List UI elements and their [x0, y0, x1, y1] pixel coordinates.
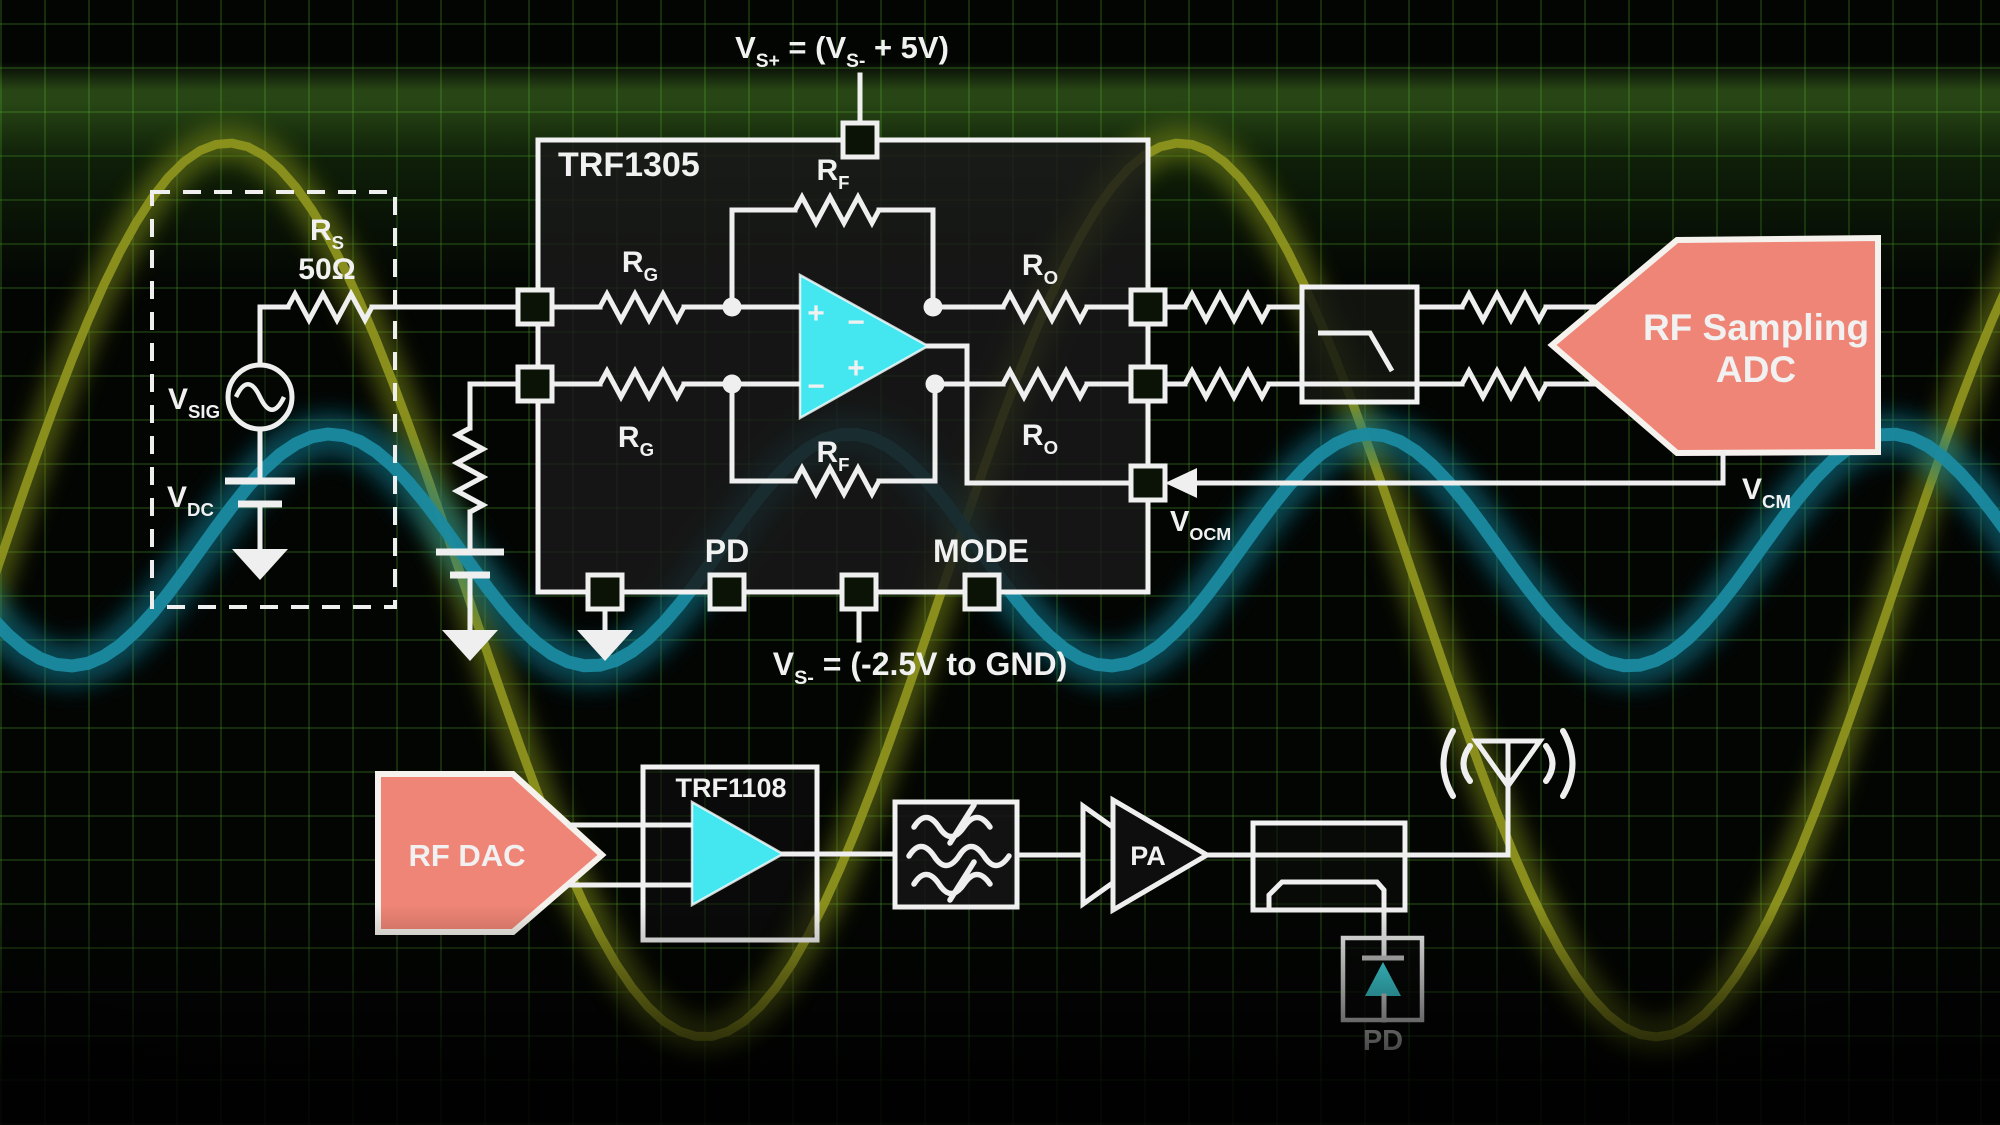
coupler-block [1204, 820, 1408, 941]
resistor-adc-bottom [1459, 365, 1549, 403]
adc-block: RF Sampling ADC [1547, 234, 1881, 457]
vcm-label: VCM [1742, 473, 1791, 512]
resistor-series-bottom [1182, 365, 1272, 403]
resistor-bias [451, 425, 489, 515]
pd-pin-label: PD [705, 533, 749, 569]
pa-block: PA [1080, 795, 1212, 915]
resistor-series-top [1182, 288, 1272, 326]
junction-dot [923, 297, 943, 317]
trf1108-part-number: TRF1108 [675, 773, 786, 803]
radio-arc-right-inner [1543, 743, 1556, 784]
rs-value: 50Ω [298, 253, 355, 286]
upper-chain: RS 50Ω VSIG VDC TRF1305 VS+ = (VS- [150, 30, 1881, 689]
dac-label: RF DAC [408, 838, 525, 873]
resistor-adc-top [1459, 288, 1549, 326]
amp-input-plus: + [807, 297, 825, 330]
pin-output-top [1128, 287, 1168, 327]
arrow-left-icon [1165, 468, 1197, 498]
pd-label: PD [1363, 1025, 1403, 1057]
pin-supply-bottom [839, 572, 879, 612]
pin-input-plus [515, 287, 555, 327]
radio-arc-right-outer [1560, 728, 1576, 799]
amp-output-plus: + [847, 352, 865, 385]
adc-label-line2: ADC [1716, 349, 1796, 390]
supply-top-label: VS+ = (VS- + 5V) [735, 30, 949, 72]
junction-dot [722, 374, 742, 394]
bandpass-filter-block [892, 799, 1020, 910]
pin-output-bottom [1128, 364, 1168, 404]
wire-input-to-bias [467, 381, 521, 431]
mode-pin-label: MODE [933, 533, 1029, 569]
vdc-label: VDC [167, 481, 214, 520]
pa-label: PA [1130, 841, 1166, 871]
pin-ground [585, 572, 625, 612]
pin-vocm [1128, 463, 1168, 503]
pin-supply-top [840, 120, 880, 160]
vsig-label: VSIG [168, 383, 220, 422]
vocm-label: VOCM [1170, 506, 1231, 544]
wire-source-to-rs [257, 304, 291, 366]
junction-dot [722, 297, 742, 317]
power-detector-block: PD [1340, 935, 1425, 1057]
pin-mode [962, 572, 1002, 612]
amp-input-minus: − [807, 370, 825, 403]
ground-icon [232, 549, 288, 580]
amp-output-minus: − [847, 306, 865, 339]
output-network [1162, 284, 1601, 405]
lower-chain: RF DAC TRF1108 [375, 728, 1576, 1057]
junction-dot [925, 374, 945, 394]
radio-arc-left-outer [1440, 728, 1456, 799]
trf1305-part-number: TRF1305 [558, 146, 700, 184]
pin-input-minus [515, 364, 555, 404]
adc-label-line1: RF Sampling [1643, 307, 1869, 348]
pin-pd [707, 572, 747, 612]
trf1305-block: TRF1305 VS+ = (VS- + 5V) + − + [515, 30, 1231, 689]
